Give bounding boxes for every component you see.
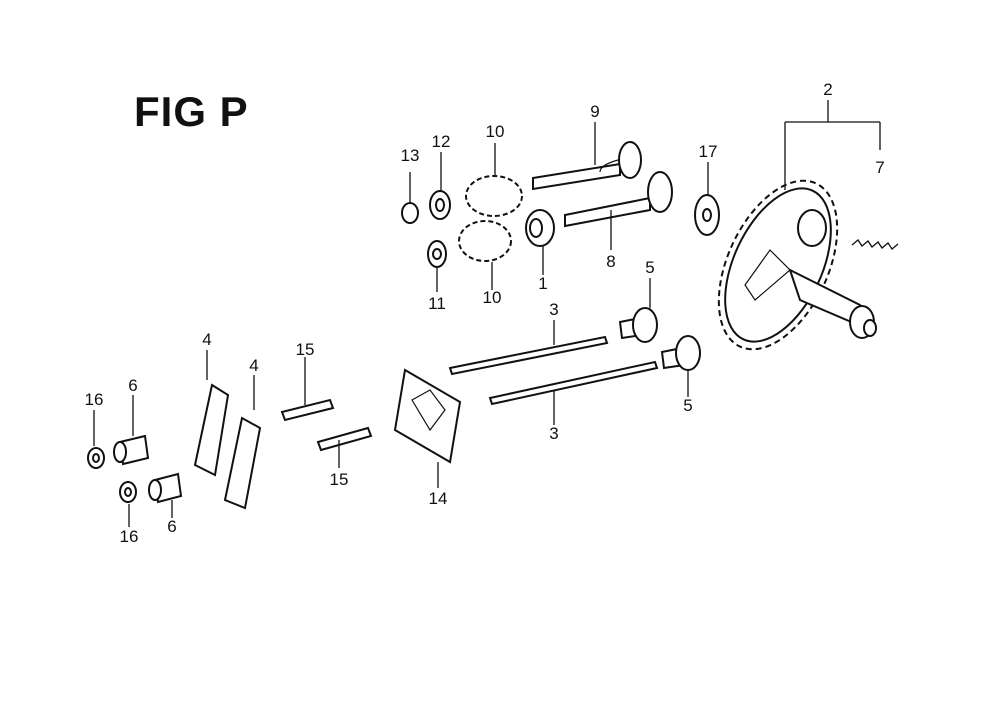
callout-16-upper: 16 — [84, 390, 104, 409]
callout-10-lower: 10 — [482, 288, 502, 307]
push-rods — [448, 335, 659, 406]
callout-2: 2 — [823, 80, 833, 99]
valve-seal — [525, 209, 555, 247]
callout-17: 17 — [698, 142, 718, 161]
valve-8 — [564, 171, 673, 228]
callout-16-lower: 16 — [119, 527, 139, 546]
retainers — [401, 190, 451, 268]
camshaft-gear — [717, 179, 877, 351]
rocker-arms — [193, 383, 262, 510]
callout-11: 11 — [428, 294, 446, 313]
valve-springs — [458, 175, 523, 262]
tappets — [618, 307, 701, 371]
figure-title: FIG P — [134, 88, 249, 135]
callout-4-right: 4 — [249, 356, 259, 375]
callout-3-upper: 3 — [549, 300, 559, 319]
callout-7: 7 — [875, 158, 885, 177]
callout-3-lower: 3 — [549, 424, 559, 443]
callout-10-upper: 10 — [485, 122, 505, 141]
callout-5-upper: 5 — [645, 258, 655, 277]
leader-lines — [93, 100, 881, 527]
callout-15-upper: 15 — [295, 340, 315, 359]
callout-4-left: 4 — [202, 330, 212, 349]
callout-8: 8 — [606, 252, 616, 271]
callout-6-upper: 6 — [128, 376, 138, 395]
pivots-and-nuts — [87, 434, 183, 504]
callout-12: 12 — [431, 132, 451, 151]
valve-9 — [532, 141, 642, 191]
callout-6-lower: 6 — [167, 517, 177, 536]
callout-5-lower: 5 — [683, 396, 693, 415]
washer-17 — [694, 194, 720, 236]
callout-14: 14 — [428, 489, 448, 508]
callout-1: 1 — [538, 274, 548, 293]
studs — [280, 398, 373, 452]
spring-7 — [851, 239, 899, 250]
callout-15-lower: 15 — [329, 470, 349, 489]
callout-9: 9 — [590, 102, 600, 121]
callout-13: 13 — [400, 146, 420, 165]
pushrod-guide-plate — [393, 368, 462, 464]
